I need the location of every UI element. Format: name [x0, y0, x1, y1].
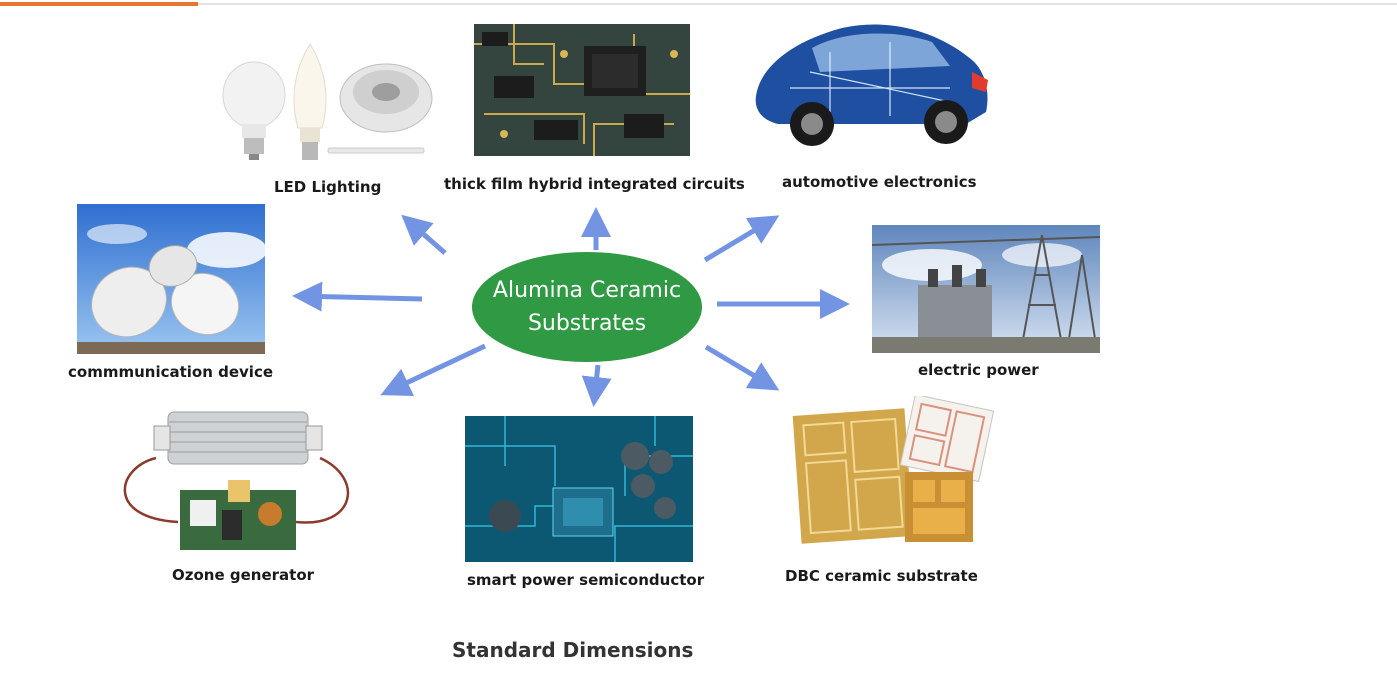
communication-device-image	[77, 204, 265, 354]
label-led-lighting: LED Lighting	[274, 178, 382, 196]
arrow-to-automotive	[703, 215, 780, 263]
label-thick-film: thick film hybrid integrated circuits	[444, 175, 745, 193]
hub-line-1: Alumina Ceramic	[492, 278, 682, 303]
arrow-to-communication	[292, 281, 423, 312]
arrow-to-dbc	[704, 344, 780, 391]
arrow-to-led-lighting	[401, 214, 447, 255]
led-lighting-image	[218, 40, 433, 170]
hub-alumina-ceramic-substrates: Alumina Ceramic Substrates	[472, 252, 702, 362]
dbc-ceramic-substrate-image	[783, 396, 1005, 552]
arrow-layer	[292, 207, 850, 407]
section-heading-standard-dimensions: Standard Dimensions	[452, 638, 694, 662]
thick-film-circuit-image	[474, 24, 690, 156]
top-accent-bar	[0, 2, 198, 6]
arrow-to-semiconductor	[581, 364, 612, 407]
label-automotive: automotive electronics	[782, 173, 977, 191]
label-communication: commmunication device	[68, 363, 274, 381]
arrow-to-ozone	[380, 343, 487, 396]
application-diagram: LED Lighting thick film hybrid integrate…	[68, 12, 1100, 589]
automotive-electronics-image	[750, 12, 992, 158]
label-electric-power: electric power	[918, 361, 1039, 379]
label-dbc-ceramic-substrate: DBC ceramic substrate	[785, 567, 978, 585]
ozone-generator-image	[106, 398, 366, 558]
top-divider	[0, 3, 1397, 5]
label-smart-power-semiconductor: smart power semiconductor	[467, 571, 705, 589]
label-ozone-generator: Ozone generator	[172, 566, 315, 584]
hub-line-2: Substrates	[527, 311, 647, 336]
electric-power-image	[872, 225, 1100, 353]
smart-power-semiconductor-image	[465, 416, 693, 562]
